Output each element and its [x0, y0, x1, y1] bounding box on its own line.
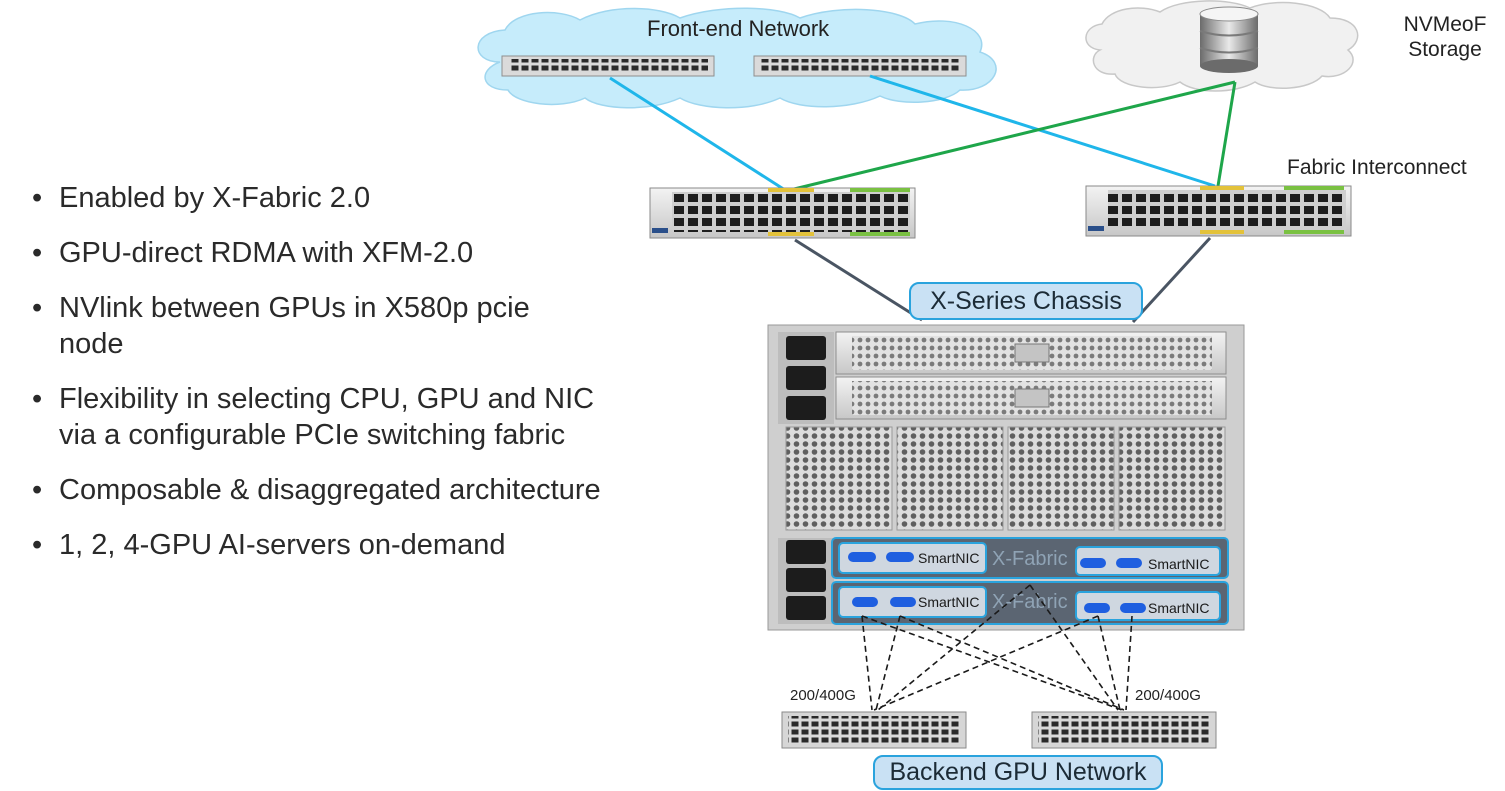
x-fabric-label: X-Fabric: [992, 548, 1068, 570]
x-fabric-label: X-Fabric: [992, 591, 1068, 613]
bullet-item: 1, 2, 4-GPU AI-servers on-demand: [32, 527, 602, 563]
feature-bullet-list: Enabled by X-Fabric 2.0 GPU-direct RDMA …: [32, 180, 602, 582]
backend-switch-right: [1031, 711, 1217, 749]
uplink-lines: [609, 74, 1237, 192]
bullet-item: Flexibility in selecting CPU, GPU and NI…: [32, 381, 602, 453]
chassis-uplinks: [794, 236, 1212, 324]
chassis-label: X-Series Chassis: [909, 282, 1143, 320]
database-icon: [1199, 6, 1259, 73]
front-end-switch-left: [501, 55, 715, 77]
bullet-item: GPU-direct RDMA with XFM-2.0: [32, 235, 602, 271]
front-end-network-label: Front-end Network: [647, 16, 830, 41]
speed-label-left: 200/400G: [790, 687, 856, 704]
speed-label-right: 200/400G: [1135, 687, 1201, 704]
smartnic-label: SmartNIC: [1148, 600, 1209, 616]
nvmeof-storage-label: NVMeoF Storage: [1400, 12, 1490, 62]
front-end-switch-right: [753, 55, 967, 77]
storage-label-line: Storage: [1408, 38, 1482, 61]
fabric-interconnect-a: [649, 187, 916, 239]
bullet-item: NVlink between GPUs in X580p pcie node: [32, 290, 602, 362]
smartnic-label: SmartNIC: [1148, 556, 1209, 572]
backend-links: [861, 584, 1133, 711]
backend-gpu-network-label: Backend GPU Network: [873, 755, 1163, 790]
bullet-item: Enabled by X-Fabric 2.0: [32, 180, 602, 216]
front-end-cloud: [477, 7, 997, 109]
fabric-interconnect-label: Fabric Interconnect: [1287, 156, 1467, 179]
backend-switch-left: [781, 711, 967, 749]
x-series-chassis: SmartNIC SmartNIC SmartNIC SmartNIC X-Fa…: [767, 324, 1245, 631]
bullet-item: Composable & disaggregated architecture: [32, 472, 602, 508]
storage-label-line: NVMeoF: [1403, 13, 1487, 36]
smartnic-label: SmartNIC: [918, 550, 979, 566]
fabric-interconnect-b: [1085, 185, 1352, 237]
smartnic-label: SmartNIC: [918, 594, 979, 610]
